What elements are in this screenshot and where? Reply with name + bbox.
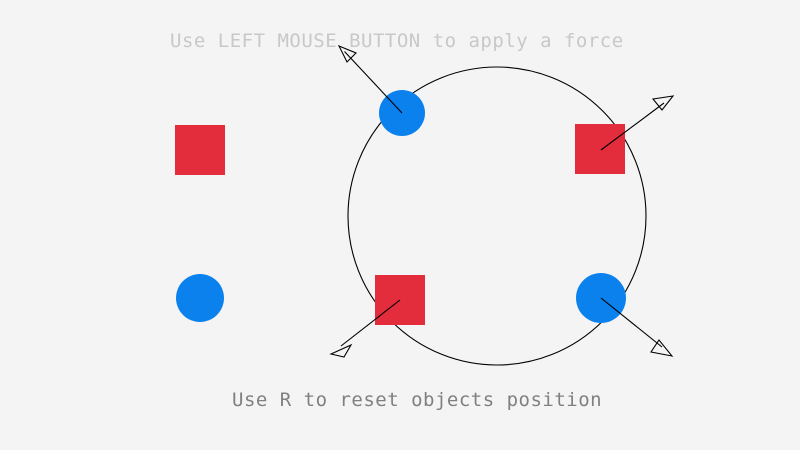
arrowhead-down-right (650, 339, 674, 357)
red-square-right[interactable] (575, 124, 625, 174)
red-square-left[interactable] (175, 125, 225, 175)
hint-reset-objects: Use R to reset objects position (232, 389, 603, 411)
arrowhead-up-left (337, 44, 357, 63)
arrowhead-down-left (329, 343, 353, 358)
hint-apply-force: Use LEFT MOUSE BUTTON to apply a force (170, 30, 624, 52)
boundary-circle (347, 66, 647, 366)
force-vector-red-square-right (600, 95, 675, 151)
blue-circle-bottom-left[interactable] (176, 274, 224, 322)
force-vector-blue-circle-top (337, 44, 403, 114)
force-vector-red-square-bottom-center (329, 299, 401, 358)
force-vector-blue-circle-bottom-right (600, 297, 674, 357)
arrowhead-up-right (651, 95, 675, 111)
